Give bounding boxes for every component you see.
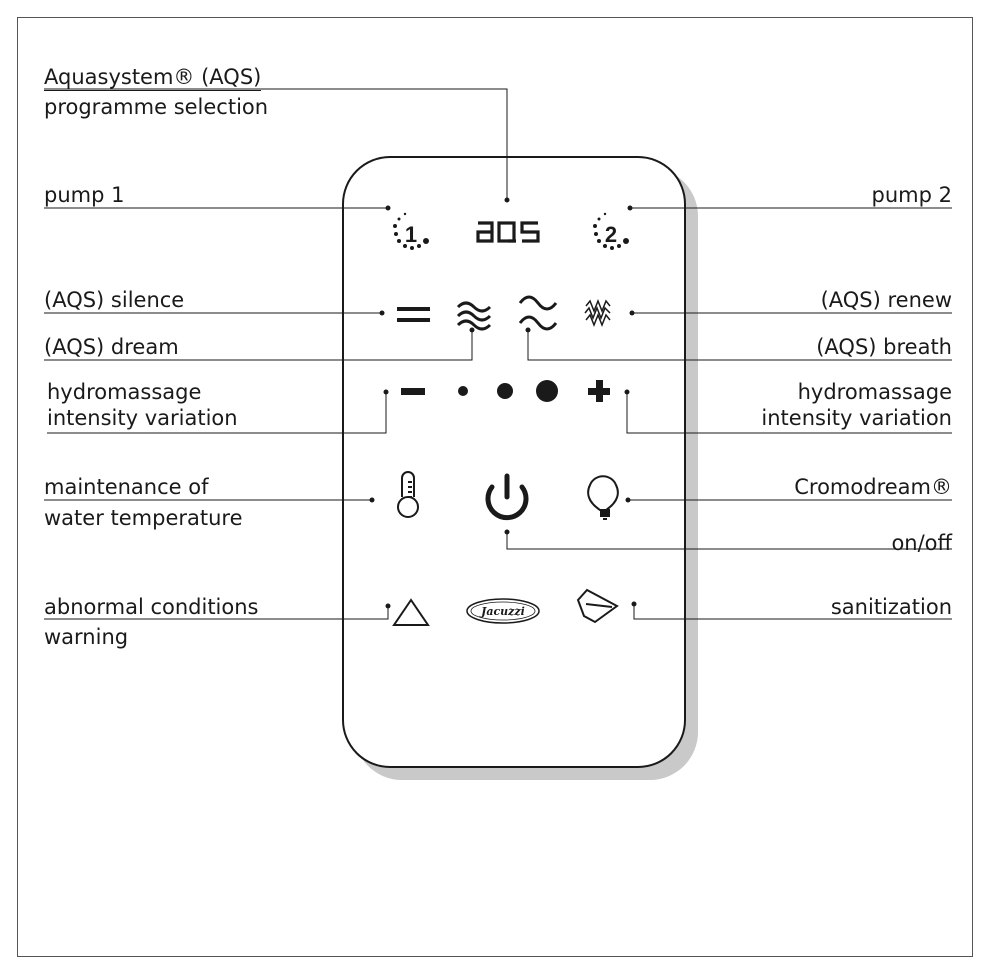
plus-icon[interactable] xyxy=(588,380,610,402)
label-cromodream: Cromodream® xyxy=(794,475,952,499)
svg-text:2: 2 xyxy=(605,222,617,247)
leader-breath xyxy=(527,330,952,361)
pump1-icon[interactable]: 1 xyxy=(393,212,429,250)
label-maintenance-1: maintenance of xyxy=(44,475,209,499)
jacuzzi-logo: Jacuzzi xyxy=(466,598,540,624)
label-aqs-title: Aquasystem® (AQS) xyxy=(44,65,262,91)
label-onoff: on/off xyxy=(891,531,952,555)
label-abnormal-2: warning xyxy=(44,625,129,649)
warning-icon[interactable] xyxy=(392,598,430,626)
pump2-icon[interactable]: 2 xyxy=(593,212,629,250)
label-intensity-left-2: intensity variation xyxy=(47,406,238,430)
label-pump1: pump 1 xyxy=(44,183,125,207)
label-maintenance-2: water temperature xyxy=(44,506,243,530)
svg-text:Jacuzzi: Jacuzzi xyxy=(479,605,525,618)
power-icon[interactable] xyxy=(485,473,529,521)
intensity-dot-small[interactable] xyxy=(458,386,468,396)
bulb-icon[interactable] xyxy=(587,475,619,520)
leader-intensity-right xyxy=(626,392,952,434)
label-sanitization: sanitization xyxy=(830,595,952,619)
sanitization-icon[interactable] xyxy=(576,588,619,624)
leader-aqs xyxy=(44,88,508,200)
silence-icon[interactable] xyxy=(397,307,430,322)
renew-icon[interactable] xyxy=(584,298,611,328)
intensity-dot-medium[interactable] xyxy=(497,383,513,399)
label-intensity-right-1: hydromassage xyxy=(797,380,952,404)
diagram-overlay: 1 2 xyxy=(44,88,952,626)
remote-control xyxy=(342,156,686,768)
leader-intensity-left xyxy=(47,392,387,434)
label-aqs-sub: programme selection xyxy=(44,95,269,119)
svg-text:1: 1 xyxy=(405,222,417,247)
dream-icon[interactable] xyxy=(456,301,492,331)
leader-onoff xyxy=(506,532,952,550)
leader-abnormal xyxy=(44,606,389,620)
breath-icon[interactable] xyxy=(518,295,558,331)
intensity-dot-large[interactable] xyxy=(536,380,558,402)
aqs-icon[interactable] xyxy=(476,221,540,243)
leader-sanitization xyxy=(633,604,952,620)
label-intensity-right-2: intensity variation xyxy=(761,406,952,430)
label-intensity-left-1: hydromassage xyxy=(47,380,202,404)
minus-icon[interactable] xyxy=(401,388,425,395)
label-silence: (AQS) silence xyxy=(44,288,185,312)
label-breath: (AQS) breath xyxy=(816,335,952,359)
label-abnormal-1: abnormal conditions xyxy=(44,595,259,619)
thermometer-icon[interactable] xyxy=(397,471,419,518)
label-pump2: pump 2 xyxy=(871,183,952,207)
leader-dream xyxy=(44,330,473,361)
label-dream: (AQS) dream xyxy=(44,335,179,359)
label-renew: (AQS) renew xyxy=(820,288,952,312)
